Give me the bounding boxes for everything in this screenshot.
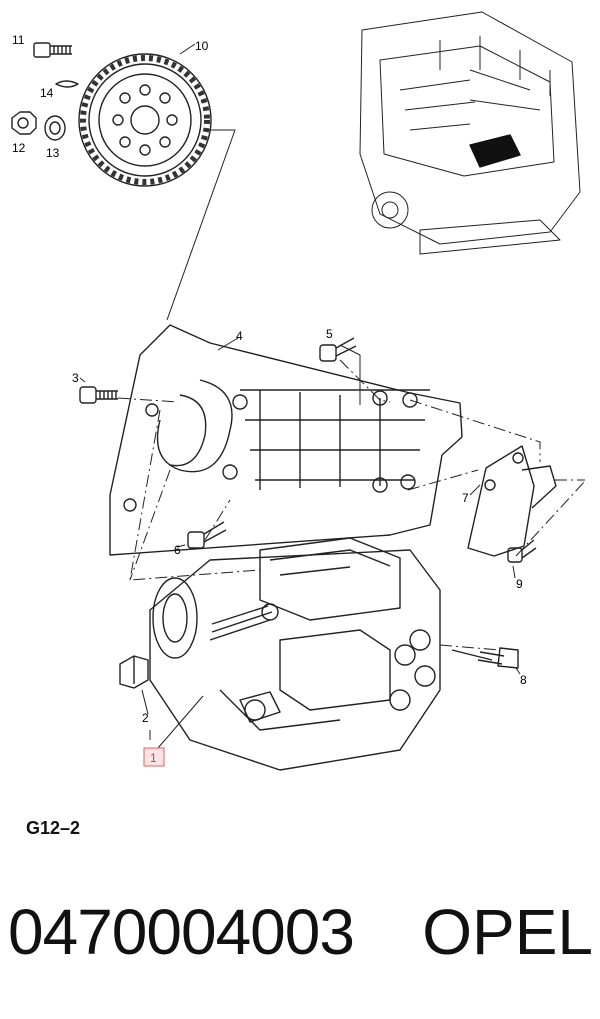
engine-highlight-area xyxy=(469,134,521,168)
callout-4: 4 xyxy=(236,329,243,343)
callout-6: 6 xyxy=(174,543,181,557)
brand-name: OPEL xyxy=(422,896,593,968)
callout-9: 9 xyxy=(516,577,523,591)
sprocket-gear xyxy=(78,53,212,187)
assembly-lines xyxy=(117,359,587,651)
bolt-11 xyxy=(33,42,72,58)
washer-13 xyxy=(44,115,66,141)
engine-illustration xyxy=(359,11,581,255)
exploded-parts-diagram: 11 10 14 12 13 4 5 3 7 6 9 8 2 1 xyxy=(11,11,587,771)
bolt-9 xyxy=(507,539,537,563)
callout-1: 1 xyxy=(150,751,157,765)
callout-2: 2 xyxy=(142,711,149,725)
small-bracket xyxy=(467,445,557,557)
callout-13: 13 xyxy=(46,146,60,160)
bolt-6 xyxy=(187,521,227,549)
part-number: 0470004003 xyxy=(8,896,355,968)
figure-code: G12–2 xyxy=(26,818,81,838)
sleeve-nut-2 xyxy=(119,655,149,689)
callout-8: 8 xyxy=(520,673,527,687)
part-info: 0470004003 OPEL xyxy=(8,895,593,985)
mounting-bracket xyxy=(109,324,463,556)
callout-labels: 11 10 14 12 13 4 5 3 7 6 9 8 2 xyxy=(12,33,527,725)
callout-3: 3 xyxy=(72,371,79,385)
key-14 xyxy=(55,80,79,88)
bolt-5 xyxy=(319,337,357,362)
callout-14: 14 xyxy=(40,86,54,100)
nut-12 xyxy=(11,111,37,135)
leader-lines xyxy=(79,43,521,749)
injection-pump xyxy=(149,537,441,771)
bolt-3 xyxy=(79,386,118,404)
callout-7: 7 xyxy=(462,491,469,505)
callout-10: 10 xyxy=(195,39,209,53)
bolt-8 xyxy=(451,647,519,669)
callout-11: 11 xyxy=(12,33,25,47)
callout-5: 5 xyxy=(326,327,333,341)
highlighted-callout-1[interactable]: 1 xyxy=(143,747,165,767)
callout-12: 12 xyxy=(12,141,26,155)
